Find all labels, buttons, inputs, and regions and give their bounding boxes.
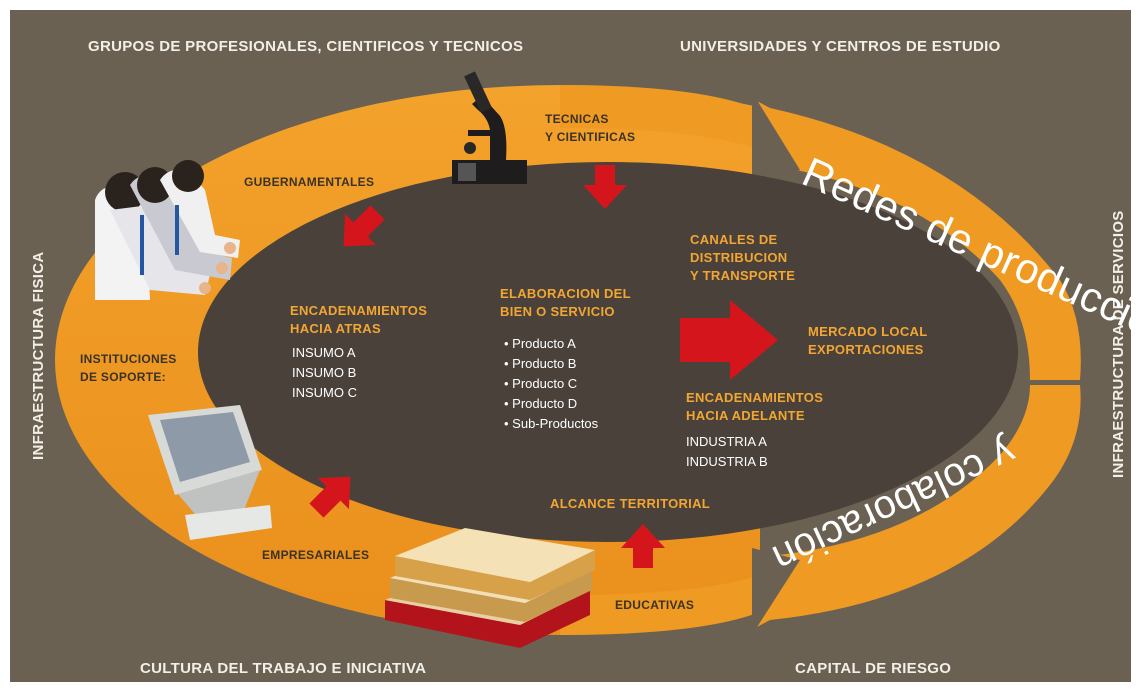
forward-title-1: ENCADENAMIENTOS (686, 390, 824, 405)
product-item: • Producto B (504, 356, 577, 371)
channels-1: CANALES DE (690, 232, 778, 247)
forward-list: INDUSTRIA A INDUSTRIA B (686, 432, 768, 472)
label-instituciones-1: INSTITUCIONES (80, 352, 177, 366)
label-empresariales: EMPRESARIALES (262, 548, 370, 562)
market-1: MERCADO LOCAL (808, 324, 928, 339)
microscope-icon (452, 71, 527, 184)
label-left: INFRAESTRUCTURA FISICA (30, 251, 47, 460)
product-item: • Producto C (504, 376, 578, 391)
elaboration-title-2: BIEN O SERVICIO (500, 304, 615, 319)
ring-chevron-top (752, 92, 800, 178)
label-right: INFRAESTRUCTURA DE SERVICIOS (1110, 210, 1127, 478)
forward-item: INDUSTRIA A (686, 434, 767, 449)
label-top-right: UNIVERSIDADES Y CENTROS DE ESTUDIO (680, 38, 1001, 55)
label-bottom-right: CAPITAL DE RIESGO (795, 660, 952, 677)
books-icon (385, 528, 595, 648)
backward-item: INSUMO A (292, 345, 356, 360)
ring-arrow-top (755, 100, 1081, 380)
label-instituciones-2: DE SOPORTE: (80, 370, 166, 384)
channels-3: Y TRANSPORTE (690, 268, 796, 283)
ring-arrow-bottom (755, 385, 1081, 628)
center-ellipse (198, 162, 1018, 542)
backward-item: INSUMO B (292, 365, 357, 380)
people-icon (95, 160, 240, 300)
backward-item: INSUMO C (292, 385, 357, 400)
computer-monitor-icon (148, 405, 272, 540)
territorial-label: ALCANCE TERRITORIAL (550, 496, 711, 511)
arrow-market (680, 300, 778, 380)
elaboration-list: • Producto A • Producto B • Producto C •… (504, 334, 598, 434)
product-item: • Producto A (504, 336, 576, 351)
forward-item: INDUSTRIA B (686, 454, 768, 469)
product-item: • Producto D (504, 396, 578, 411)
label-tecnicas-2: Y CIENTIFICAS (545, 130, 636, 144)
ring-arc-top (560, 85, 760, 150)
channels-2: DISTRIBUCION (690, 250, 788, 265)
backward-title-2: HACIA ATRAS (290, 321, 381, 336)
arrow-tecnicas (583, 165, 627, 209)
market-2: EXPORTACIONES (808, 342, 924, 357)
label-gubernamentales: GUBERNAMENTALES (244, 175, 375, 189)
arrow-educativas (621, 524, 665, 568)
backward-title-1: ENCADENAMIENTOS (290, 303, 428, 318)
ring-arc-bottom (560, 575, 760, 635)
label-tecnicas-1: TECNICAS (545, 112, 609, 126)
backward-list: INSUMO A INSUMO B INSUMO C (292, 343, 357, 403)
arrow-empresariales (309, 476, 351, 518)
elaboration-title-1: ELABORACION DEL (500, 286, 631, 301)
ring-chevron-bottom (752, 548, 800, 635)
arrow-gubernamentales (343, 205, 385, 247)
product-item: • Sub-Productos (504, 416, 599, 431)
label-bottom-left: CULTURA DEL TRABAJO E INICIATIVA (140, 660, 427, 677)
label-top-left: GRUPOS DE PROFESIONALES, CIENTIFICOS Y T… (88, 38, 524, 55)
forward-title-2: HACIA ADELANTE (686, 408, 805, 423)
label-educativas: EDUCATIVAS (615, 598, 695, 612)
